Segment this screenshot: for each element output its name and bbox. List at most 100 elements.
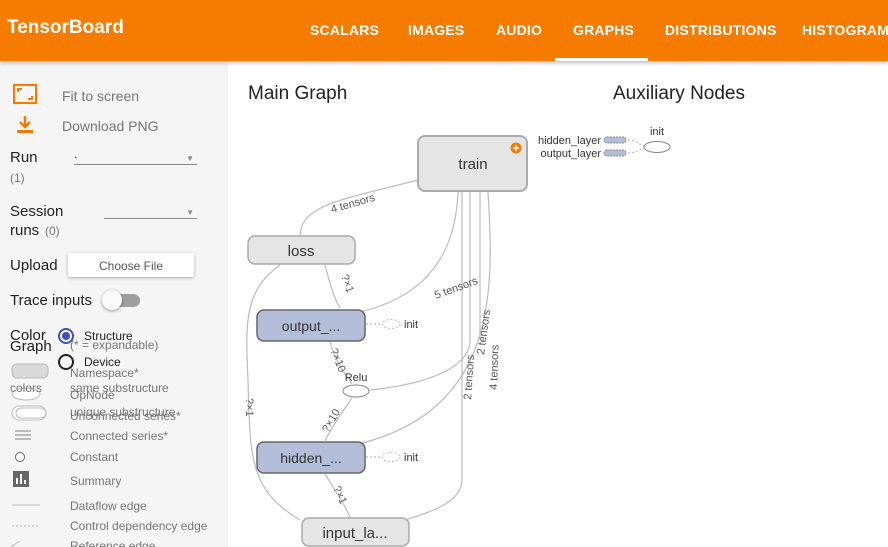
legend-unconnected: Unconnected series* bbox=[70, 409, 181, 423]
edge-aux-hidden bbox=[627, 139, 645, 147]
plus-icon bbox=[513, 145, 519, 151]
edge-hidden-input bbox=[324, 473, 351, 518]
upload-label: Upload bbox=[10, 257, 58, 274]
graph-label: Graph bbox=[10, 338, 52, 355]
active-tab-indicator bbox=[555, 58, 648, 61]
aux-init-label: init bbox=[650, 126, 664, 138]
same-substructure-label: same substructure bbox=[70, 381, 169, 395]
connected-series-icon bbox=[15, 430, 31, 440]
fit-to-screen-label[interactable]: Fit to screen bbox=[62, 88, 140, 104]
init-label: init bbox=[404, 452, 418, 464]
edge-relu-hidden bbox=[324, 397, 353, 442]
opnode-icon bbox=[11, 387, 41, 401]
chevron-down-icon: ▼ bbox=[186, 154, 194, 163]
edge-label: 5 tensors bbox=[433, 275, 480, 302]
legend-icons bbox=[11, 363, 49, 547]
expandable-note: (* = expandable) bbox=[70, 338, 159, 352]
edge-label: 4 tensors bbox=[330, 192, 377, 216]
chevron-down-icon: ▼ bbox=[186, 208, 194, 217]
init-node[interactable] bbox=[381, 319, 401, 329]
structure-label: Structure bbox=[84, 329, 133, 343]
run-dropdown[interactable]: . ▼ bbox=[74, 147, 197, 165]
tab-graphs[interactable]: GRAPHS bbox=[573, 22, 635, 38]
tab-distributions[interactable]: DISTRIBUTIONS bbox=[665, 22, 777, 38]
download-png-label[interactable]: Download PNG bbox=[62, 118, 159, 134]
edge-aux-output bbox=[627, 147, 645, 154]
tab-audio[interactable]: AUDIO bbox=[496, 22, 543, 38]
aux-hidden-label: hidden_layer bbox=[538, 135, 601, 147]
train-node-label: train bbox=[458, 156, 487, 173]
relu-label: Relu bbox=[345, 372, 368, 384]
session-dropdown[interactable]: ▼ bbox=[104, 204, 197, 219]
train-node[interactable] bbox=[417, 135, 528, 192]
loss-node-label: loss bbox=[288, 243, 315, 260]
download-icon[interactable] bbox=[15, 115, 35, 135]
edge-label: ?×1 bbox=[330, 484, 349, 506]
init-label: init bbox=[404, 319, 418, 331]
structure-radio[interactable] bbox=[58, 328, 74, 344]
aux-init-node[interactable] bbox=[643, 141, 671, 153]
edge-label: ?×1 bbox=[243, 398, 255, 417]
session-label: Session bbox=[10, 203, 64, 220]
input-node-label: input_la... bbox=[322, 525, 387, 542]
legend-connected: Connected series* bbox=[70, 429, 169, 443]
fit-to-screen-icon[interactable] bbox=[13, 84, 37, 106]
legend-control: Control dependency edge bbox=[70, 519, 208, 533]
hidden-layer-node[interactable] bbox=[256, 441, 366, 474]
tab-scalars[interactable]: SCALARS bbox=[310, 22, 380, 38]
colors-label: colors bbox=[10, 381, 43, 395]
edge-train-hidden bbox=[339, 191, 491, 449]
edge-label: 2 tensors bbox=[462, 354, 477, 400]
trace-inputs-label: Trace inputs bbox=[10, 292, 92, 309]
toggle-knob[interactable] bbox=[102, 290, 122, 310]
aux-nodes-title: Auxiliary Nodes bbox=[613, 83, 745, 104]
legend-reference: Reference edge bbox=[70, 539, 156, 547]
edge-label: ?×10 bbox=[320, 407, 343, 434]
legend-opnode: OpNode bbox=[70, 388, 115, 402]
aux-output-node[interactable] bbox=[603, 149, 627, 157]
loss-node[interactable] bbox=[247, 235, 356, 265]
edge-loss-input bbox=[246, 264, 301, 521]
graph-canvas[interactable]: 4 tensors 5 tensors 2 tensors 2 tensors … bbox=[228, 61, 888, 547]
run-label: Run bbox=[10, 149, 38, 166]
constant-icon bbox=[15, 452, 25, 462]
edge-label: 4 tensors bbox=[488, 344, 502, 390]
unique-substructure-label: unique substructure bbox=[70, 405, 176, 419]
app-title: TensorBoard bbox=[7, 17, 124, 38]
edge-train-input bbox=[404, 192, 463, 521]
edge-label: ?×1 bbox=[338, 273, 356, 295]
edge-train-output bbox=[359, 191, 459, 313]
tab-images[interactable]: IMAGES bbox=[408, 22, 465, 38]
edge-train-relu bbox=[369, 192, 471, 391]
device-radio[interactable] bbox=[58, 354, 74, 370]
run-count: (1) bbox=[10, 171, 25, 185]
edge-train-loss bbox=[299, 179, 419, 238]
aux-output-label: output_layer bbox=[540, 148, 601, 160]
hidden-node-label: hidden_... bbox=[280, 450, 342, 466]
legend-summary: Summary bbox=[70, 474, 122, 488]
output-layer-node[interactable] bbox=[256, 309, 366, 342]
reference-edge-icon bbox=[11, 540, 21, 547]
choose-file-button[interactable]: Choose File bbox=[68, 253, 194, 277]
run-value: . bbox=[74, 147, 78, 161]
legend-constant: Constant bbox=[70, 450, 119, 464]
init-node[interactable] bbox=[381, 452, 401, 462]
legend-namespace: Namespace* bbox=[70, 366, 139, 380]
input-layer-node[interactable] bbox=[301, 517, 410, 547]
aux-hidden-node[interactable] bbox=[603, 136, 627, 144]
edge-output-relu bbox=[329, 341, 353, 385]
main-graph-title: Main Graph bbox=[248, 83, 348, 104]
session-runs-label: runs bbox=[10, 222, 40, 239]
relu-node[interactable] bbox=[342, 384, 370, 398]
device-label: Device bbox=[84, 355, 121, 369]
legend-dataflow: Dataflow edge bbox=[70, 499, 147, 513]
tab-histograms[interactable]: HISTOGRAMS bbox=[802, 22, 888, 38]
edge-loss-output bbox=[324, 264, 341, 309]
namespace-icon bbox=[11, 363, 49, 379]
top-toolbar: TensorBoard SCALARS IMAGES AUDIO GRAPHS … bbox=[0, 0, 888, 61]
edge-label: ?×10 bbox=[327, 347, 347, 374]
output-node-label: output_... bbox=[282, 318, 340, 334]
sidebar: Fit to screen Download PNG Run (1) . ▼ S… bbox=[0, 61, 228, 547]
color-label: Color bbox=[10, 327, 46, 344]
session-count: (0) bbox=[45, 224, 60, 238]
